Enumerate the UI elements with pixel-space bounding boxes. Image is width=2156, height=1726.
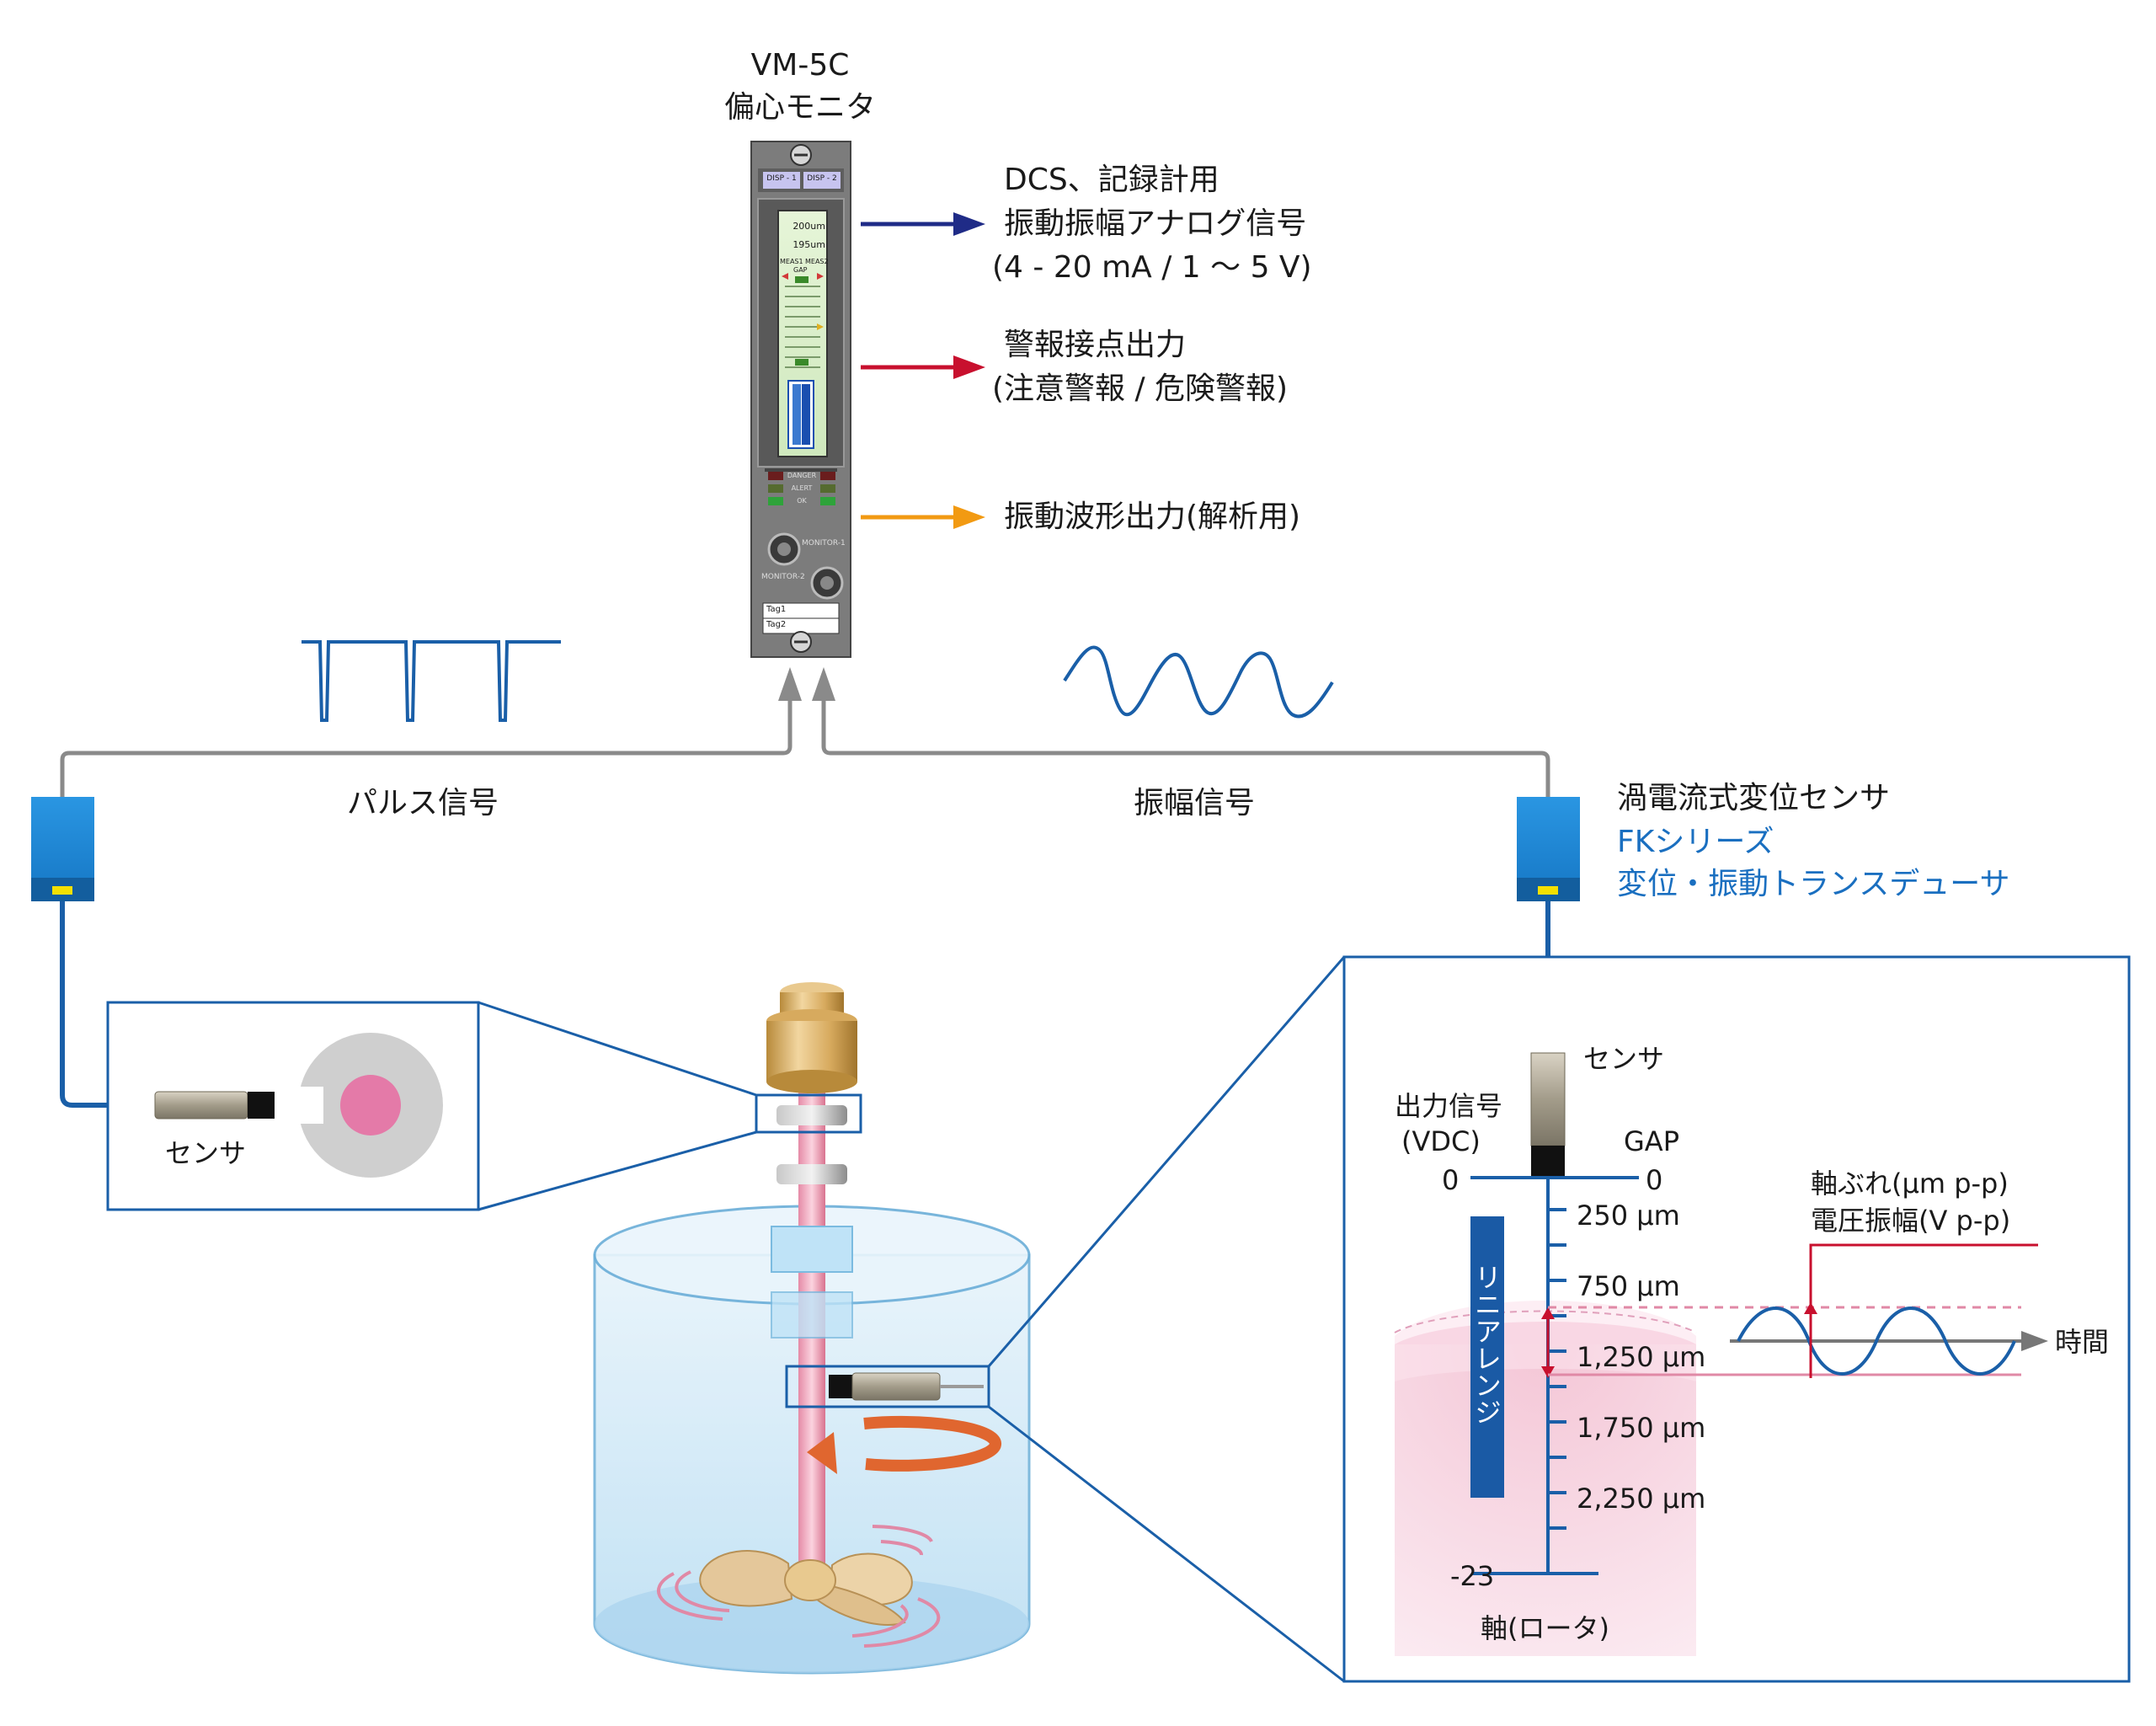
transducer-right — [1517, 797, 1580, 901]
disp1-label: DISP - 1 — [766, 174, 797, 183]
linear-range-bar — [1470, 1216, 1504, 1498]
tank-sensor — [829, 1372, 984, 1401]
analog-arrow-icon — [953, 212, 985, 236]
output-unit-label: (VDC) — [1401, 1125, 1481, 1157]
zero-right-label: 0 — [1646, 1164, 1663, 1196]
series-name-label: FKシリーズ — [1617, 825, 1774, 859]
monitor-model: VM-5C — [750, 48, 850, 83]
danger-label: DANGER — [787, 472, 817, 479]
tick-label: 250 μm — [1577, 1200, 1680, 1232]
rotation-arrow-icon — [807, 1415, 1002, 1474]
amplitude-waveform — [1063, 645, 1334, 719]
pulse-up-arrow-icon — [778, 667, 802, 701]
amplitude-up-arrow-icon — [812, 667, 835, 701]
alarm-output-line2: (注意警報 / 危険警報) — [992, 371, 1289, 406]
tag1-label: Tag1 — [766, 605, 787, 614]
rotor-region — [1394, 1301, 1697, 1656]
left-zoom-lines — [478, 1001, 757, 1211]
ok-label: OK — [797, 497, 807, 505]
axis-runout-arrow-icon — [1541, 1307, 1555, 1378]
shaft-rotor-label: 軸(ロータ) — [1481, 1612, 1609, 1644]
tick-label: 750 μm — [1577, 1270, 1680, 1302]
pulse-waveform — [302, 640, 561, 722]
keyed-shaft-cross-section — [295, 1033, 443, 1178]
tick-label: 2,250 μm — [1577, 1483, 1706, 1515]
alert-label: ALERT — [791, 484, 813, 492]
alarm-output-line1: 警報接点出力 — [1004, 328, 1187, 362]
left-sensor-cable — [60, 901, 155, 1108]
left-sensor-label: センサ — [165, 1137, 247, 1169]
shaft-collars — [776, 1105, 847, 1184]
analog-output-line1: DCS、記録計用 — [1004, 163, 1219, 197]
analog-output-line2: 振動振幅アナログ信号 — [1004, 206, 1307, 241]
amplitude-arrow-icon — [1804, 1302, 1817, 1378]
runout-label: 軸ぶれ(μm p-p) — [1811, 1168, 2009, 1200]
motion-lines — [657, 1525, 941, 1648]
disp2-label: DISP - 2 — [807, 174, 837, 183]
amplitude-signal-label: 振幅信号 — [1134, 786, 1256, 820]
voltage-amplitude-label: 電圧振幅(V p-p) — [1811, 1205, 2011, 1237]
right-sensor-label: センサ — [1583, 1043, 1665, 1075]
pulse-signal-label: パルス信号 — [347, 786, 499, 820]
waveform-arrow-icon — [953, 505, 985, 529]
reading-1: 200um — [792, 221, 825, 232]
right-sensor — [1530, 1052, 1566, 1178]
bottom-value-label: -23 — [1450, 1560, 1495, 1592]
waveform-output: 振動波形出力(解析用) — [1004, 500, 1301, 534]
monitor1-label: MONITOR-1 — [802, 539, 846, 548]
alarm-arrow-icon — [953, 355, 985, 379]
output-signal-label: 出力信号 — [1395, 1090, 1503, 1122]
time-label: 時間 — [2055, 1326, 2110, 1358]
monitor2-label: MONITOR-2 — [761, 573, 805, 581]
analog-output-line3: (4 - 20 mA / 1 ～ 5 V) — [992, 250, 1312, 285]
tick-label: 1,250 μm — [1577, 1341, 1706, 1373]
time-arrow-icon — [2021, 1331, 2048, 1351]
signal-cables — [60, 697, 1550, 807]
collar-focus-box — [755, 1093, 862, 1134]
right-zoom-lines — [987, 956, 1346, 1683]
monitor-name: 偏心モニタ — [723, 90, 876, 125]
transducer-name-label: 変位・振動トランスデューサ — [1617, 867, 2010, 901]
reading-2: 195um — [792, 239, 825, 250]
tag2-label: Tag2 — [766, 620, 787, 629]
meas2-label: MEAS2 — [805, 258, 829, 265]
meas1-label: MEAS1 — [780, 258, 803, 265]
impeller — [699, 1550, 913, 1627]
tank-sensor-focus-box — [785, 1365, 990, 1408]
gap-label: GAP — [1624, 1125, 1679, 1157]
zero-left-label: 0 — [1442, 1164, 1460, 1196]
output-arrows — [861, 212, 985, 529]
sine-waveform — [1737, 1307, 2016, 1376]
motor-coupling — [766, 982, 857, 1093]
gap-indicator-label: GAP — [793, 266, 808, 274]
left-sensor — [154, 1091, 275, 1119]
tick-label: 1,750 μm — [1577, 1412, 1706, 1444]
sensor-type-label: 渦電流式変位センサ — [1617, 781, 1891, 815]
monitor-unit — [750, 141, 851, 658]
linear-range-label: リニアレンジ — [1470, 1264, 1502, 1425]
transducer-left — [31, 797, 94, 901]
